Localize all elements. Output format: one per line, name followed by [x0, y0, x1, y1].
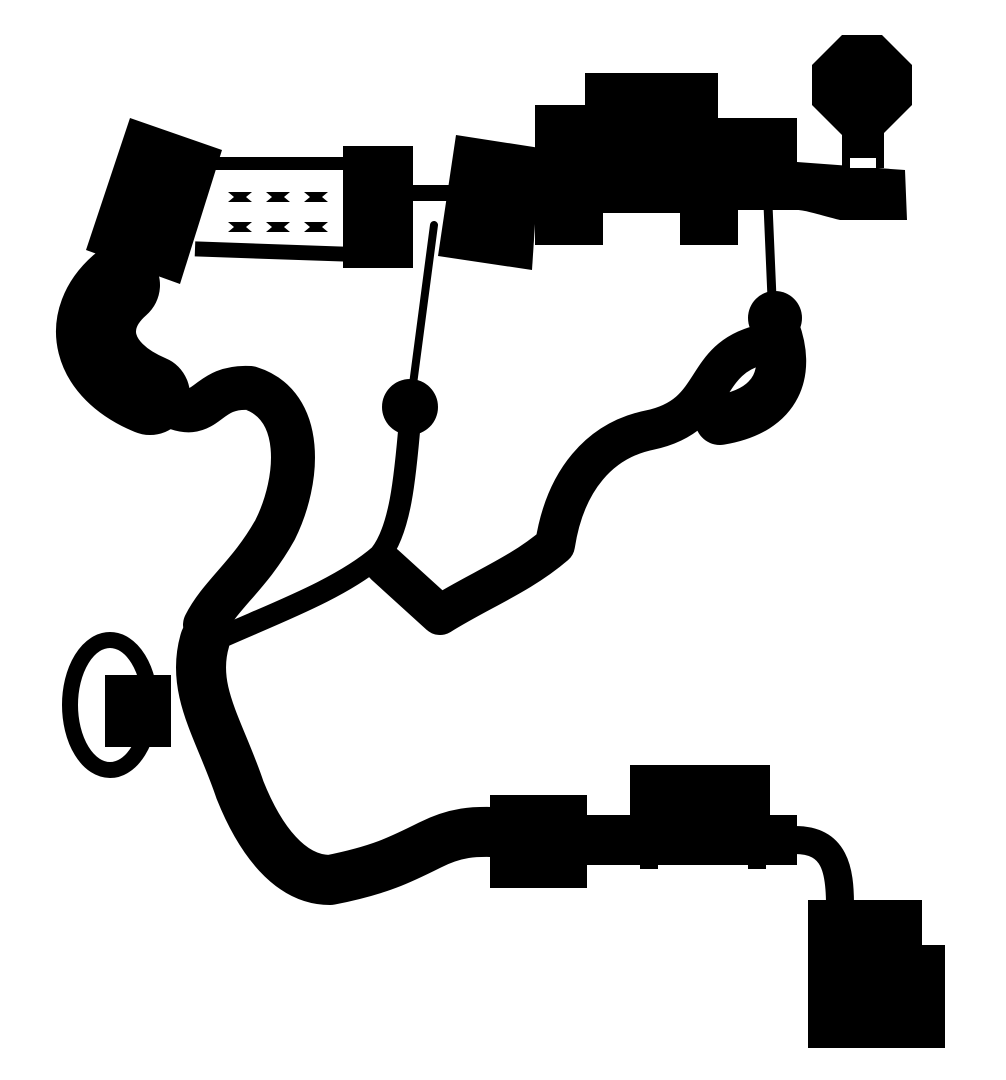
pillar — [266, 192, 290, 202]
hall-wall-north — [212, 157, 347, 170]
pillar — [228, 192, 252, 202]
tilted-room-northwest — [86, 118, 222, 284]
keep-east-wing — [600, 118, 797, 210]
cave-northwest — [56, 245, 190, 435]
cave-south — [176, 615, 520, 905]
hall-wall-south — [194, 241, 348, 262]
connector-north — [410, 185, 455, 201]
cave-east-bulge — [695, 305, 807, 445]
room-west-block — [343, 146, 413, 268]
pillar — [266, 222, 290, 232]
octagon-tower — [812, 35, 912, 135]
lower-post-west — [640, 860, 658, 869]
cave-west-bend — [138, 365, 315, 647]
cave-east-branch — [365, 325, 780, 635]
east-passage — [797, 162, 907, 220]
lower-post-east — [748, 860, 766, 869]
pillar — [304, 192, 328, 202]
pillar-grid — [228, 192, 328, 232]
tilted-room-center — [438, 135, 540, 270]
shaft-east — [763, 200, 777, 303]
southeast-room-lower — [808, 945, 945, 1048]
pillar — [228, 222, 252, 232]
southeast-room-upper — [808, 900, 922, 950]
lower-room-north — [630, 765, 770, 817]
cave-node-west — [382, 379, 438, 435]
pillar — [304, 222, 328, 232]
keep-south-annex — [680, 200, 738, 245]
lower-corridor — [585, 815, 797, 865]
loop-passage — [62, 632, 158, 778]
shaft-west — [408, 221, 438, 396]
pipe-southeast — [781, 826, 854, 919]
tower-stem-notch — [850, 158, 876, 168]
